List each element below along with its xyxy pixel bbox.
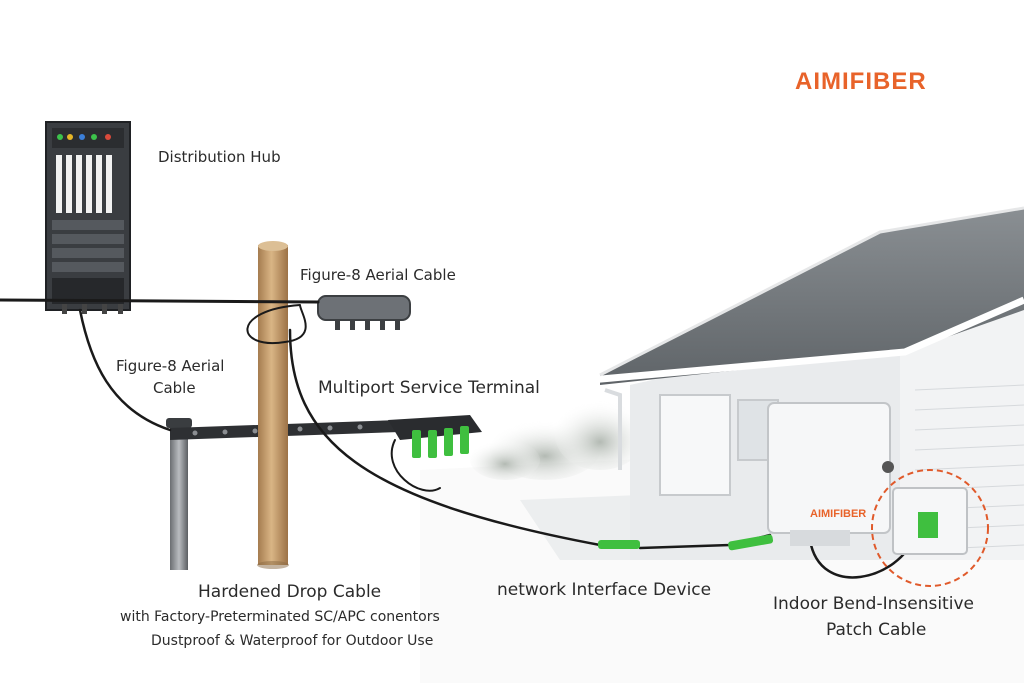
nid-brand-logo: AIMIFIBER bbox=[810, 508, 866, 520]
highlight-circle bbox=[871, 469, 989, 587]
brand-logo: AIMIFIBER bbox=[795, 68, 927, 95]
background-trees bbox=[470, 400, 645, 480]
fiber-cables bbox=[0, 298, 917, 579]
label-figure8-left-line1: Figure-8 Aerial bbox=[116, 357, 225, 375]
network-interface-device: AIMIFIBER bbox=[767, 402, 894, 546]
green-connectors bbox=[598, 534, 774, 551]
wooden-utility-pole bbox=[257, 241, 289, 569]
label-patch-cable-line2: Patch Cable bbox=[826, 620, 927, 640]
label-figure8-top: Figure-8 Aerial Cable bbox=[300, 266, 456, 284]
aerial-splice-closure bbox=[317, 295, 411, 330]
label-drop-cable-line3: Dustproof & Waterproof for Outdoor Use bbox=[151, 633, 434, 649]
aerial-cable-down bbox=[78, 308, 172, 432]
aerial-cable-main bbox=[0, 298, 320, 304]
terminal-drop-loop bbox=[390, 439, 441, 492]
wall-outlet bbox=[892, 487, 968, 555]
loop-cable bbox=[246, 304, 307, 345]
label-patch-cable-line1: Indoor Bend-Insensitive bbox=[773, 594, 974, 614]
label-nid: network Interface Device bbox=[497, 580, 712, 600]
distribution-hub-cabinet bbox=[45, 121, 131, 314]
label-drop-cable-title: Hardened Drop Cable bbox=[198, 582, 382, 602]
drop-cable bbox=[288, 328, 602, 547]
multiport-service-terminal bbox=[388, 415, 482, 458]
steel-support-pole bbox=[166, 418, 192, 570]
label-distribution-hub: Distribution Hub bbox=[158, 148, 281, 166]
label-drop-cable-line2: with Factory-Preterminated SC/APC conent… bbox=[120, 609, 440, 625]
label-multiport-terminal: Multiport Service Terminal bbox=[318, 378, 540, 398]
label-figure8-left-line2: Cable bbox=[153, 379, 196, 397]
